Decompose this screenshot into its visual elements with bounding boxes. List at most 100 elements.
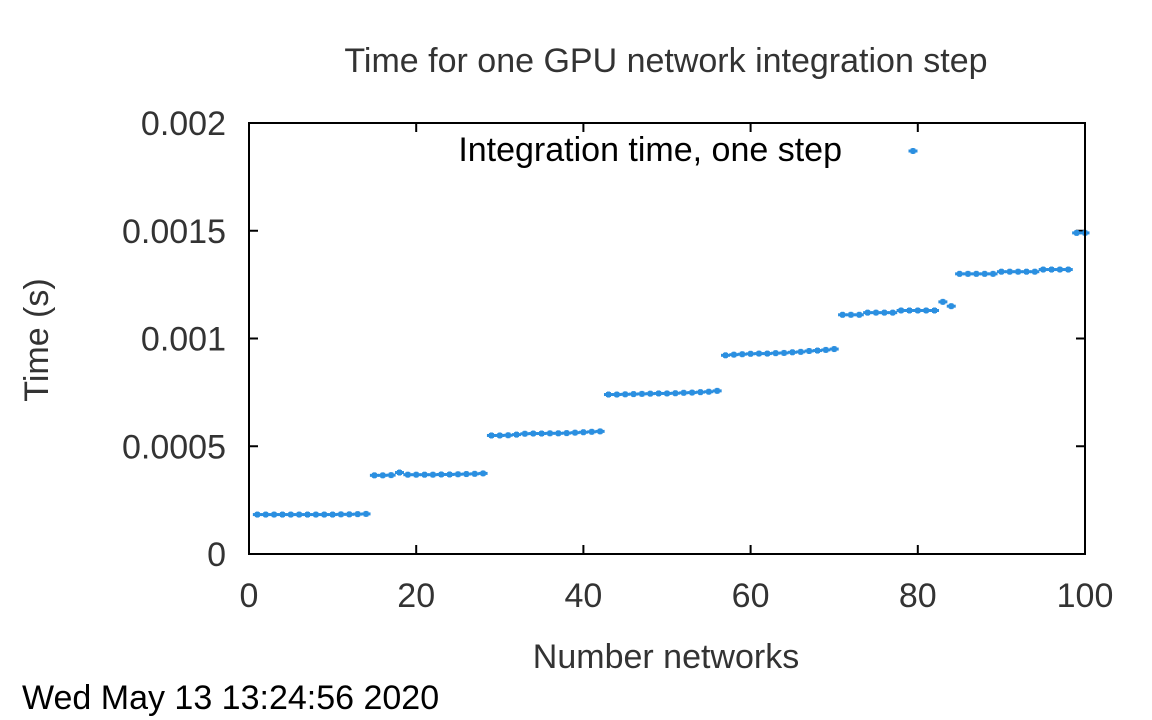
data-point (277, 511, 287, 518)
x-tick-label: 20 (397, 577, 435, 615)
data-point (629, 391, 639, 398)
legend-label: Integration time, one step (458, 131, 842, 169)
data-point (863, 309, 873, 316)
data-point (587, 428, 597, 435)
x-tick-label: 100 (1057, 577, 1114, 615)
x-tick-label: 40 (564, 577, 602, 615)
data-point (603, 391, 613, 398)
legend: Integration time, one step (458, 131, 918, 169)
data-point (846, 311, 856, 318)
data-point (378, 472, 388, 479)
data-point (637, 390, 647, 397)
data-point (595, 428, 605, 435)
data-point (1063, 266, 1073, 273)
data-point (821, 346, 831, 353)
data-point (344, 511, 354, 518)
data-point (662, 390, 672, 397)
data-point (1072, 229, 1082, 236)
data-point (1013, 268, 1023, 275)
data-point (996, 268, 1006, 275)
data-point (520, 430, 530, 437)
data-point (1047, 266, 1057, 273)
data-point (670, 390, 680, 397)
data-point (294, 511, 304, 518)
data-point (804, 347, 814, 354)
plot-frame (248, 122, 1086, 555)
data-point (353, 511, 363, 518)
data-point (762, 350, 772, 357)
data-point (328, 511, 338, 518)
data-point (286, 511, 296, 518)
data-point (336, 511, 346, 518)
data-point (420, 471, 430, 478)
data-point (746, 350, 756, 357)
data-point (311, 511, 321, 518)
chart-title: Time for one GPU network integration ste… (344, 42, 987, 80)
y-tick-label: 0.001 (141, 321, 226, 359)
legend-marker (908, 148, 918, 154)
data-point (553, 430, 563, 437)
y-tick-label: 0 (207, 536, 226, 574)
data-point (879, 309, 889, 316)
data-point (411, 471, 421, 478)
data-point (712, 387, 722, 394)
data-point (303, 511, 313, 518)
data-point (1021, 268, 1031, 275)
data-point (1030, 268, 1040, 275)
data-point (645, 390, 655, 397)
data-point (737, 351, 747, 358)
data-point (528, 430, 538, 437)
legend-marker-symbol (908, 148, 918, 154)
y-tick-label: 0.0015 (122, 213, 226, 251)
data-point (478, 470, 488, 477)
data-point (854, 311, 864, 318)
data-point (779, 349, 789, 356)
x-tick-label: 0 (240, 577, 259, 615)
data-point (787, 349, 797, 356)
data-points (252, 229, 1090, 518)
data-point (771, 350, 781, 357)
data-point (445, 471, 455, 478)
data-point (537, 430, 547, 437)
data-point (428, 471, 438, 478)
x-axis-label: Number networks (533, 638, 799, 676)
data-point (955, 270, 965, 277)
data-point (503, 432, 513, 439)
data-point (495, 432, 505, 439)
data-point (838, 311, 848, 318)
data-point (963, 270, 973, 277)
data-point (453, 471, 463, 478)
x-tick-label: 60 (732, 577, 770, 615)
data-point (570, 429, 580, 436)
data-point (980, 270, 990, 277)
data-point (369, 472, 379, 479)
data-point (361, 510, 371, 517)
data-point (512, 431, 522, 438)
data-point (812, 347, 822, 354)
data-point (896, 307, 906, 314)
data-point (904, 307, 914, 314)
data-point (704, 388, 714, 395)
data-point (888, 309, 898, 316)
data-point (612, 391, 622, 398)
data-point (988, 270, 998, 277)
data-point (545, 430, 555, 437)
data-point (470, 470, 480, 477)
data-point (403, 471, 413, 478)
data-point (1055, 266, 1065, 273)
data-point (913, 307, 923, 314)
data-point (261, 511, 271, 518)
data-point (946, 303, 956, 310)
y-tick-label: 0.0005 (122, 428, 226, 466)
timestamp: Wed May 13 13:24:56 2020 (22, 679, 439, 717)
data-point (721, 352, 731, 359)
x-tick-label: 80 (899, 577, 937, 615)
data-point (796, 348, 806, 355)
data-point (620, 391, 630, 398)
data-point (754, 350, 764, 357)
data-point (829, 346, 839, 353)
data-point (269, 511, 279, 518)
data-point (871, 309, 881, 316)
data-point (695, 389, 705, 396)
data-point (1038, 266, 1048, 273)
